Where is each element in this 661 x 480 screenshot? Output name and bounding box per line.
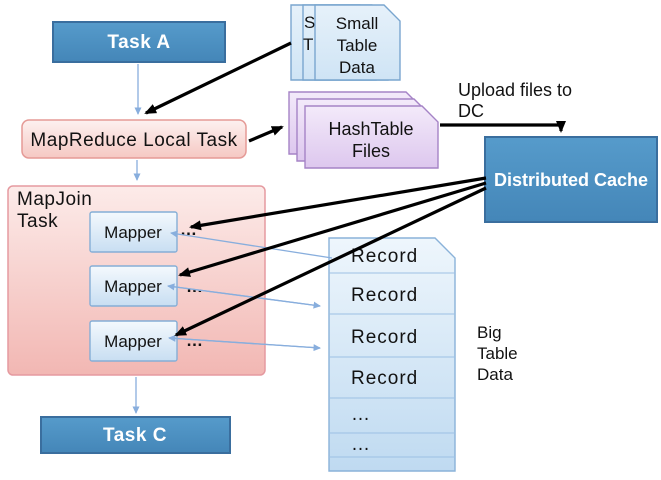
mapreduce-local-task-box bbox=[21, 119, 247, 159]
record-row-1: Record bbox=[351, 246, 418, 267]
record-row-2: Record bbox=[351, 285, 418, 306]
mapreduce-local-task-label: MapReduce Local Task bbox=[30, 130, 237, 151]
arrow-smalltable-to-mapreduce bbox=[144, 41, 292, 115]
task-a-box bbox=[52, 21, 226, 63]
arrow-dc-to-mapper3 bbox=[174, 186, 487, 337]
big-table-shape bbox=[328, 237, 456, 472]
arrow-table-to-mapper2 bbox=[167, 283, 321, 307]
big-table-label-line1: Big bbox=[477, 323, 502, 342]
arrow-dc-to-mapper1 bbox=[189, 176, 487, 231]
mapreduce-local-task-node: MapReduce Local Task bbox=[21, 119, 247, 159]
task-a-label: Task A bbox=[107, 32, 170, 53]
small-table-label-line3: Data bbox=[339, 58, 375, 77]
mapper-3-label: Mapper bbox=[104, 332, 162, 351]
mapper-1: Mapper … bbox=[89, 211, 197, 253]
hashtable-files-stack: HashTable Files bbox=[288, 91, 439, 169]
small-table-back-letter-1: S bbox=[304, 13, 315, 32]
distributed-cache-node: Distributed Cache bbox=[484, 136, 658, 223]
arrow-hashtable-to-dc bbox=[440, 121, 566, 133]
arrow-table-to-mapper1 bbox=[170, 230, 333, 259]
big-table-label-line2: Table bbox=[477, 344, 518, 363]
small-table-data-stack: S T Small Table Data bbox=[290, 4, 401, 81]
mapper-2: Mapper … bbox=[89, 265, 204, 307]
big-table-data-label: Big Table Data bbox=[477, 323, 518, 384]
mapper-3-ellipsis: … bbox=[186, 331, 204, 350]
mapper-1-label: Mapper bbox=[104, 223, 162, 242]
small-table-back-letter-2: T bbox=[303, 35, 313, 54]
task-c-box bbox=[40, 416, 231, 454]
mapper-2-label: Mapper bbox=[104, 277, 162, 296]
upload-label-line1: Upload files to bbox=[458, 80, 572, 100]
mapper-2-box bbox=[89, 265, 178, 307]
hashtable-label-line1: HashTable bbox=[328, 119, 413, 139]
hashtable-label-line2: Files bbox=[352, 141, 390, 161]
record-row-4: Record bbox=[351, 368, 418, 389]
distributed-cache-label: Distributed Cache bbox=[494, 170, 648, 190]
big-table-label-line3: Data bbox=[477, 365, 513, 384]
small-table-doc-front bbox=[314, 4, 401, 81]
arrow-mapreduce-to-hashtable bbox=[248, 125, 284, 143]
mapper-3-box bbox=[89, 320, 178, 362]
task-c-label: Task C bbox=[103, 425, 167, 446]
record-row-3: Record bbox=[351, 327, 418, 348]
upload-label-line2: DC bbox=[458, 101, 484, 121]
blue-connectors bbox=[132, 64, 333, 414]
mapper-2-ellipsis: … bbox=[186, 277, 204, 296]
task-c-node: Task C bbox=[40, 416, 231, 454]
black-arrows bbox=[144, 41, 566, 337]
task-a-node: Task A bbox=[52, 21, 226, 63]
hashtable-doc-front bbox=[304, 105, 439, 169]
upload-files-label: Upload files to DC bbox=[458, 80, 572, 121]
arrow-table-to-mapper3 bbox=[168, 334, 321, 349]
small-table-label-line2: Table bbox=[337, 36, 378, 55]
big-table-record-list: Record Record Record Record … … bbox=[328, 237, 456, 472]
mapjoin-task-label-line1: MapJoin bbox=[17, 189, 92, 210]
record-row-5-ellipsis: … bbox=[351, 404, 371, 425]
record-row-6-ellipsis: … bbox=[351, 434, 371, 455]
mapjoin-task-label-line2: Task bbox=[17, 211, 58, 232]
arrow-dc-to-mapper2 bbox=[178, 181, 487, 277]
small-table-label-line1: Small bbox=[336, 14, 379, 33]
distributed-cache-box bbox=[484, 136, 658, 223]
mapper-3: Mapper … bbox=[89, 320, 204, 362]
